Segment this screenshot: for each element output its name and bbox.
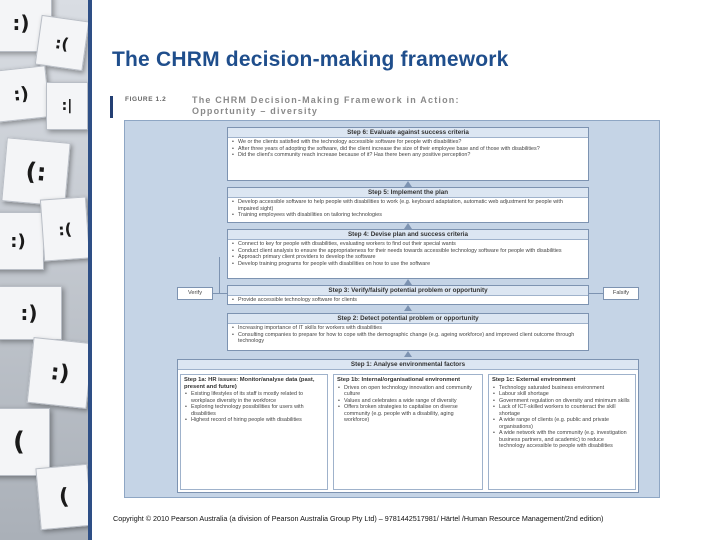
figure-label: FIGURE 1.2	[125, 96, 167, 103]
list-item: Government regulation on diversity and m…	[493, 398, 631, 405]
smiley-cube-icon: :)	[0, 212, 44, 270]
figure-title: The CHRM Decision-Making Framework in Ac…	[192, 95, 460, 116]
list-item: Develop training programs for people wit…	[232, 261, 584, 268]
list-item: We or the clients satisfied with the tec…	[232, 139, 584, 146]
frown-cube-icon: (	[0, 408, 50, 476]
step6-box: Step 6: Evaluate against success criteri…	[227, 127, 589, 181]
list-item: Existing lifestyles of its staff is most…	[185, 391, 323, 404]
frown-cube-icon: :(	[39, 196, 88, 262]
list-item: Training employees with disabilities on …	[232, 212, 584, 219]
arrow-up-icon	[404, 279, 412, 285]
step1-heading: Step 1: Analyse environmental factors	[178, 360, 638, 370]
framework-diagram: Step 6: Evaluate against success criteri…	[124, 120, 660, 498]
list-item: A wide network with the community (e.g. …	[493, 430, 631, 450]
arrow-up-icon	[404, 305, 412, 311]
frown-cube-icon: (:	[1, 137, 71, 207]
step3-box: Step 3: Verify/falsify potential problem…	[227, 285, 589, 305]
neutral-cube-icon: :)	[0, 286, 62, 340]
figure-marker	[110, 96, 113, 118]
step1b-heading: Step 1b: Internal/organisational environ…	[337, 377, 461, 383]
frown-cube-icon: :(	[34, 14, 88, 72]
connector-line	[213, 293, 227, 294]
step5-heading: Step 5: Implement the plan	[228, 188, 588, 198]
step2-heading: Step 2: Detect potential problem or oppo…	[228, 314, 588, 324]
step1c-heading: Step 1c: External environment	[492, 377, 576, 383]
connector-line	[589, 293, 603, 294]
list-item: Highest record of hiring people with dis…	[185, 417, 323, 424]
list-item: Offers broken strategies to capitalise o…	[338, 404, 478, 424]
list-item: A wide range of clients (e.g. public and…	[493, 417, 631, 430]
step3-heading: Step 3: Verify/falsify potential problem…	[228, 286, 588, 296]
step1-box: Step 1: Analyse environmental factors St…	[177, 359, 639, 493]
list-item: Develop accessible software to help peop…	[232, 199, 584, 212]
smiley-cube-icon: :)	[0, 65, 51, 123]
list-item: Increasing importance of IT skills for w…	[232, 325, 584, 332]
list-item: Provide accessible technology software f…	[232, 297, 584, 304]
verify-label: Verify	[177, 287, 213, 300]
list-item: Exploring technology possibilities for u…	[185, 404, 323, 417]
arrow-up-icon	[404, 223, 412, 229]
list-item: Drives on open technology innovation and…	[338, 385, 478, 398]
list-item: Technology saturated business environmen…	[493, 385, 631, 392]
step4-box: Step 4: Devise plan and success criteria…	[227, 229, 589, 279]
step1a-panel: Step 1a: HR issues: Monitor/analyse data…	[180, 374, 328, 490]
smiley-cube-icon: :)	[26, 337, 88, 409]
list-item: Connect to key for people with disabilit…	[232, 241, 584, 248]
list-item: Consulting companies to prepare for how …	[232, 332, 584, 345]
falsify-label: Falsify	[603, 287, 639, 300]
list-item: Approach primary client providers to dev…	[232, 254, 584, 261]
page-title: The CHRM decision-making framework	[112, 48, 509, 71]
step1c-panel: Step 1c: External environment Technology…	[488, 374, 636, 490]
step1b-panel: Step 1b: Internal/organisational environ…	[333, 374, 483, 490]
arrow-up-icon	[404, 181, 412, 187]
list-item: Labour skill shortage	[493, 391, 631, 398]
list-item: Conduct client analysis to ensure the ap…	[232, 248, 584, 255]
list-item: Values and celebrates a wide range of di…	[338, 398, 478, 405]
step4-heading: Step 4: Devise plan and success criteria	[228, 230, 588, 240]
list-item: After three years of adopting the softwa…	[232, 146, 584, 153]
list-item: Lack of ICT-skilled workers to counterac…	[493, 404, 631, 417]
step1a-heading: Step 1a: HR issues: Monitor/analyse data…	[184, 377, 315, 390]
smiley-cube-icon: (	[35, 463, 88, 531]
decorative-cube-image: :) :( :) :| (: :) :( :) :) ( (	[0, 0, 88, 540]
list-item: Did the client's community reach increas…	[232, 152, 584, 159]
divider-bar	[88, 0, 92, 540]
step6-heading: Step 6: Evaluate against success criteri…	[228, 128, 588, 138]
arrow-up-icon	[404, 351, 412, 357]
neutral-cube-icon: :|	[46, 82, 88, 130]
step5-box: Step 5: Implement the plan Develop acces…	[227, 187, 589, 223]
copyright-text: Copyright © 2010 Pearson Australia (a di…	[113, 514, 604, 523]
connector-line	[219, 257, 220, 293]
step2-box: Step 2: Detect potential problem or oppo…	[227, 313, 589, 351]
